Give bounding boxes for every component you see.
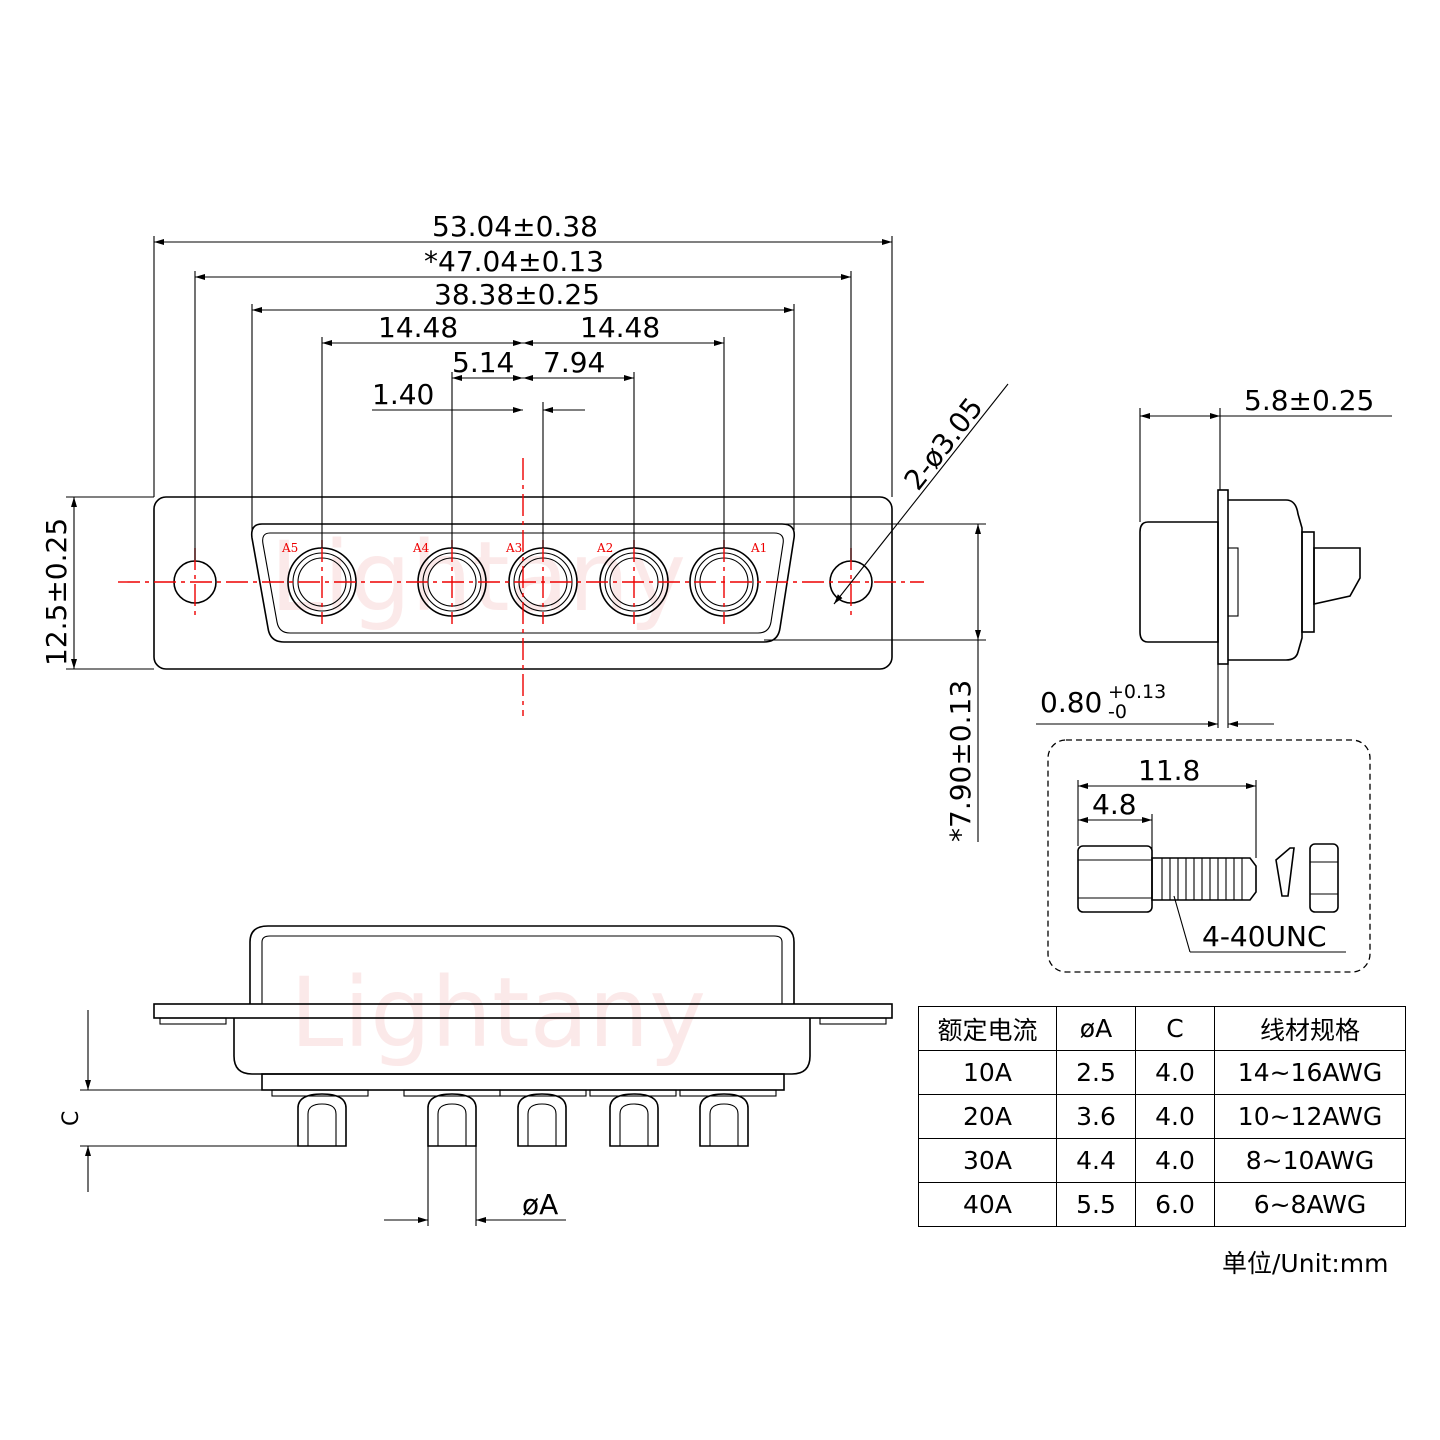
table-cell: 14~16AWG xyxy=(1214,1050,1406,1095)
table-header-cell: 线材规格 xyxy=(1214,1006,1406,1051)
table-cell: 2.5 xyxy=(1056,1050,1136,1095)
contact-4 xyxy=(589,1089,677,1147)
table-header-cell: øA xyxy=(1056,1006,1136,1051)
pin-label-a5: A5 xyxy=(281,541,298,555)
pin-label-a3: A3 xyxy=(505,541,522,555)
pin-label-a4: A4 xyxy=(412,541,430,555)
dim-overall-width: 53.04±0.38 xyxy=(432,210,598,243)
spec-table: 额定电流 øA C 线材规格 10A 2.5 4.0 14~16AWG 20A … xyxy=(918,1006,1406,1227)
contact-5 xyxy=(679,1089,777,1147)
front-view: Lightany A5 A4 A3 A2 A1 xyxy=(40,210,1009,842)
dim-center-offset: *7.90±0.13 xyxy=(944,680,977,842)
dim-pitch-left: 14.48 xyxy=(378,311,458,344)
table-cell: 4.4 xyxy=(1056,1138,1136,1183)
table-cell: 3.6 xyxy=(1056,1094,1136,1139)
pin-label-a1: A1 xyxy=(750,541,767,555)
bottom-view: Lightany xyxy=(59,925,893,1226)
table-cell: 10~12AWG xyxy=(1214,1094,1406,1139)
table-cell: 8~10AWG xyxy=(1214,1138,1406,1183)
dshell-outer xyxy=(250,523,796,643)
contact-2 xyxy=(403,1089,501,1147)
dim-depth: 5.8±0.25 xyxy=(1244,384,1374,417)
side-flange xyxy=(1217,489,1229,665)
dim-offset-a4-a3: 5.14 xyxy=(452,346,514,379)
contact-3 xyxy=(499,1089,587,1147)
screw-detail: 11.8 4.8 4-40UNC xyxy=(1047,739,1371,973)
dim-offset-a3: 1.40 xyxy=(372,378,434,411)
dim-height: 12.5±0.25 xyxy=(40,518,73,666)
table-row: 20A 3.6 4.0 10~12AWG xyxy=(918,1094,1406,1139)
table-cell: 6~8AWG xyxy=(1214,1182,1406,1227)
table-header-cell: C xyxy=(1135,1006,1215,1051)
dim-phi-a-label: øA xyxy=(522,1188,558,1221)
watermark-bottom: Lightany xyxy=(290,957,706,1069)
table-cell: 4.0 xyxy=(1135,1050,1215,1095)
dim-screw-length: 11.8 xyxy=(1138,754,1200,787)
dim-pitch-right: 14.48 xyxy=(580,311,660,344)
table-cell: 20A xyxy=(918,1094,1057,1139)
contact-1 xyxy=(271,1089,369,1147)
dim-screw-head: 4.8 xyxy=(1092,788,1137,821)
dim-offset-a3-a2: 7.94 xyxy=(543,346,605,379)
pin-label-a2: A2 xyxy=(596,541,613,555)
dim-flange-tol-plus: +0.13 xyxy=(1108,681,1166,703)
table-cell: 5.5 xyxy=(1056,1182,1136,1227)
table-header-cell: 额定电流 xyxy=(918,1006,1057,1051)
dim-thread: 4-40UNC xyxy=(1202,920,1327,953)
dim-c-label: C xyxy=(59,1111,84,1126)
table-cell: 4.0 xyxy=(1135,1138,1215,1183)
dim-hole-spacing: *47.04±0.13 xyxy=(424,245,604,278)
table-cell: 30A xyxy=(918,1138,1057,1183)
unit-label: 单位/Unit:mm xyxy=(1222,1249,1389,1278)
table-header-row: 额定电流 øA C 线材规格 xyxy=(918,1006,1406,1051)
table-cell: 10A xyxy=(918,1050,1057,1095)
watermark-front: Lightany xyxy=(270,521,686,633)
dshell-inner xyxy=(262,532,784,634)
table-cell: 40A xyxy=(918,1182,1057,1227)
detail-box xyxy=(1047,739,1371,973)
dim-mount-holes: 2-ø3.05 xyxy=(898,391,990,496)
side-view: 5.8±0.25 0.80 +0.13 -0 xyxy=(1036,384,1392,728)
table-cell: 4.0 xyxy=(1135,1094,1215,1139)
table-row: 30A 4.4 4.0 8~10AWG xyxy=(918,1138,1406,1183)
dim-flange-tol-minus: -0 xyxy=(1108,701,1127,723)
table-row: 40A 5.5 6.0 6~8AWG xyxy=(918,1182,1406,1227)
dim-flange-thickness: 0.80 xyxy=(1040,686,1102,719)
table-cell: 6.0 xyxy=(1135,1182,1215,1227)
dim-shell-width: 38.38±0.25 xyxy=(434,278,600,311)
table-row: 10A 2.5 4.0 14~16AWG xyxy=(918,1050,1406,1095)
